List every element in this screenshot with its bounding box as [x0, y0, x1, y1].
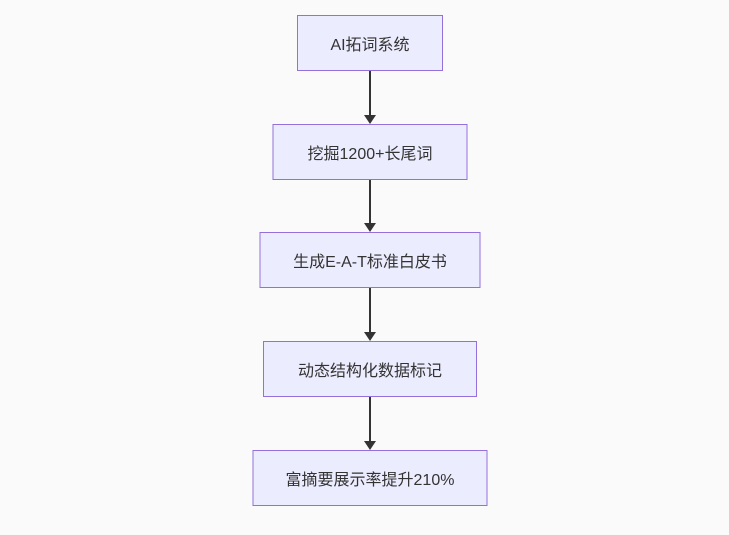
- arrow-head-icon: [364, 115, 376, 124]
- flowchart-node-rich-snippet-result: 富摘要展示率提升210%: [252, 450, 488, 506]
- flowchart-arrow: [364, 288, 376, 341]
- arrow-line: [369, 180, 371, 223]
- flowchart-arrow: [364, 71, 376, 124]
- flowchart-arrow: [364, 180, 376, 232]
- flowchart-node-ai-system: AI拓词系统: [297, 15, 443, 71]
- arrow-head-icon: [364, 441, 376, 450]
- flowchart-arrow: [364, 397, 376, 450]
- arrow-line: [369, 71, 371, 115]
- flowchart-node-structured-data: 动态结构化数据标记: [263, 341, 477, 397]
- flowchart-node-longtail-keywords: 挖掘1200+长尾词: [272, 124, 468, 180]
- arrow-head-icon: [364, 332, 376, 341]
- flowchart-node-eat-whitepaper: 生成E-A-T标准白皮书: [259, 232, 481, 288]
- arrow-head-icon: [364, 223, 376, 232]
- arrow-line: [369, 288, 371, 332]
- arrow-line: [369, 397, 371, 441]
